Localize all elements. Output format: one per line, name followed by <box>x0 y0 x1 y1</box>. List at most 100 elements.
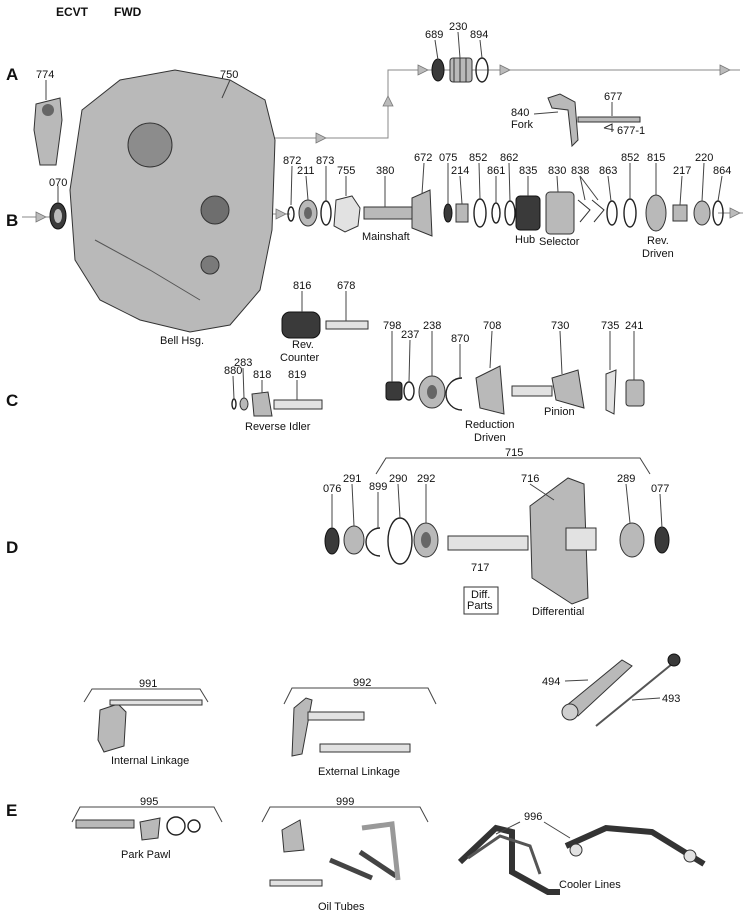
part-number-label: 238 <box>423 320 441 332</box>
part-number-label: 220 <box>695 152 713 164</box>
header-fwd: FWD <box>114 5 142 19</box>
part-number-label: 672 <box>414 152 432 164</box>
part-number-label: 992 <box>353 677 371 689</box>
part-number-label: 861 <box>487 165 505 177</box>
caption-cooler-lines: Cooler Lines <box>559 879 621 891</box>
caption-reduction-2: Driven <box>474 432 506 444</box>
caption-oil-tubes: Oil Tubes <box>318 901 365 913</box>
part-number-label: 798 <box>383 320 401 332</box>
part-number-label: 716 <box>521 473 539 485</box>
part-captions: Mainshaft Hub Selector Rev. Driven Bell … <box>111 231 674 913</box>
bell-housing <box>69 69 276 333</box>
part-number-label: 230 <box>449 21 467 33</box>
caption-fork: Fork <box>511 119 534 131</box>
row-label-a: A <box>6 65 18 84</box>
row-b-parts <box>287 189 724 237</box>
part-number-label: 816 <box>293 280 311 292</box>
part-number-label: 678 <box>337 280 355 292</box>
part-number-label: 211 <box>297 165 315 177</box>
part-number-label: 880 <box>224 365 242 377</box>
group-brackets <box>71 457 651 823</box>
part-number-label: 774 <box>36 69 54 81</box>
caption-diff-parts-2: Parts <box>467 600 493 612</box>
part-number-label: 214 <box>451 165 469 177</box>
part-774 <box>33 97 63 166</box>
diff-parts-box <box>463 586 499 615</box>
part-number-label: 289 <box>617 473 635 485</box>
caption-rev-counter-2: Counter <box>280 352 319 364</box>
part-number-labels: 774 750 070 689 230 894 677 677-1 840 Fo… <box>36 21 731 823</box>
part-number-label: 237 <box>401 329 419 341</box>
part-number-label: 077 <box>651 483 669 495</box>
part-number-label: 755 <box>337 165 355 177</box>
part-number-label: 677 <box>604 91 622 103</box>
flow-arrow-icon <box>315 132 327 144</box>
caption-hub: Hub <box>515 234 535 246</box>
part-number-label: 852 <box>469 152 487 164</box>
part-number-label: 830 <box>548 165 566 177</box>
part-number-label: 290 <box>389 473 407 485</box>
caption-selector: Selector <box>539 236 580 248</box>
caption-external-linkage: External Linkage <box>318 766 400 778</box>
row-c-parts <box>231 311 645 417</box>
leader-lines <box>45 31 723 839</box>
part-number-label: 730 <box>551 320 569 332</box>
part-number-label: 852 <box>621 152 639 164</box>
part-number-label: 493 <box>662 693 680 705</box>
part-number-label: 815 <box>647 152 665 164</box>
flow-arrow-icon <box>719 64 731 76</box>
part-number-label: 873 <box>316 155 334 167</box>
caption-differential: Differential <box>532 606 584 618</box>
caption-diff-parts-1: Diff. <box>471 589 490 601</box>
flow-arrow-icon <box>382 95 394 107</box>
part-number-label: 677-1 <box>617 125 645 137</box>
caption-bell-housing: Bell Hsg. <box>160 335 204 347</box>
caption-reduction-1: Reduction <box>465 419 515 431</box>
flow-arrow-icon <box>35 211 47 223</box>
part-number-label: 864 <box>713 165 731 177</box>
part-number-label: 075 <box>439 152 457 164</box>
part-number-label: 840 <box>511 107 529 119</box>
caption-rev-driven-1: Rev. <box>647 235 669 247</box>
flow-arrow-icon <box>417 64 429 76</box>
caption-reverse-idler: Reverse Idler <box>245 421 311 433</box>
part-number-label: 292 <box>417 473 435 485</box>
part-number-label: 708 <box>483 320 501 332</box>
caption-mainshaft: Mainshaft <box>362 231 410 243</box>
part-840-fork <box>547 93 641 148</box>
caption-internal-linkage: Internal Linkage <box>111 755 189 767</box>
part-number-label: 241 <box>625 320 643 332</box>
row-a-parts <box>431 57 489 83</box>
part-number-label: 899 <box>369 481 387 493</box>
part-number-label: 494 <box>542 676 560 688</box>
header-ecvt: ECVT <box>56 5 89 19</box>
part-number-label: 835 <box>519 165 537 177</box>
part-number-label: 291 <box>343 473 361 485</box>
part-number-label: 991 <box>139 678 157 690</box>
part-number-label: 870 <box>451 333 469 345</box>
caption-rev-counter-1: Rev. <box>292 339 314 351</box>
flow-arrow-icon <box>499 64 511 76</box>
part-070 <box>49 202 67 230</box>
row-e-parts <box>75 653 706 895</box>
part-number-label: 076 <box>323 483 341 495</box>
part-number-label: 819 <box>288 369 306 381</box>
caption-park-pawl: Park Pawl <box>121 849 171 861</box>
flow-arrow-icon <box>275 208 287 220</box>
part-number-label: 735 <box>601 320 619 332</box>
part-number-label: 838 <box>571 165 589 177</box>
part-number-label: 715 <box>505 447 523 459</box>
part-number-label: 217 <box>673 165 691 177</box>
flow-arrow-icon <box>729 207 741 219</box>
part-number-label: 999 <box>336 796 354 808</box>
part-number-label: 995 <box>140 796 158 808</box>
caption-rev-driven-2: Driven <box>642 248 674 260</box>
part-number-label: 689 <box>425 29 443 41</box>
part-number-label: 750 <box>220 69 238 81</box>
part-number-label: 894 <box>470 29 488 41</box>
part-number-label: 380 <box>376 165 394 177</box>
row-d-parts <box>324 477 670 615</box>
part-number-label: 717 <box>471 562 489 574</box>
part-number-label: 996 <box>524 811 542 823</box>
